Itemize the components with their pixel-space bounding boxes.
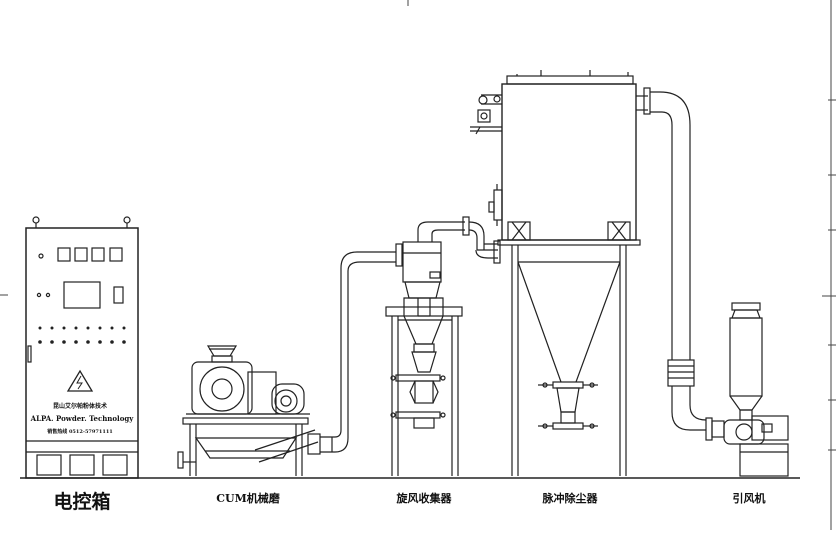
control-cabinet xyxy=(25,216,139,479)
conveying-pipe-1 xyxy=(307,243,403,455)
induced-draft-fan xyxy=(723,302,789,477)
cabinet-phone: 销售热线 0512-57971111 xyxy=(47,429,113,435)
pulse-dust-collector xyxy=(470,70,641,476)
label-dust-collector: 脉冲除尘器 xyxy=(542,492,598,505)
cabinet-company-cn: 昆山艾尔帕粉体技术 xyxy=(52,403,108,410)
cyclone-collector xyxy=(385,216,501,476)
cabinet-company-en: ALPA. Powder. Technology xyxy=(30,414,134,423)
label-control-box: 电控箱 xyxy=(53,491,111,513)
label-mill: CUM机械磨 xyxy=(216,492,280,505)
label-fan: 引风机 xyxy=(732,492,766,505)
label-cyclone: 旋风收集器 xyxy=(396,492,452,505)
valve-assembly xyxy=(470,94,502,135)
conveying-pipe-2 xyxy=(636,87,725,441)
cum-mill xyxy=(177,345,319,476)
